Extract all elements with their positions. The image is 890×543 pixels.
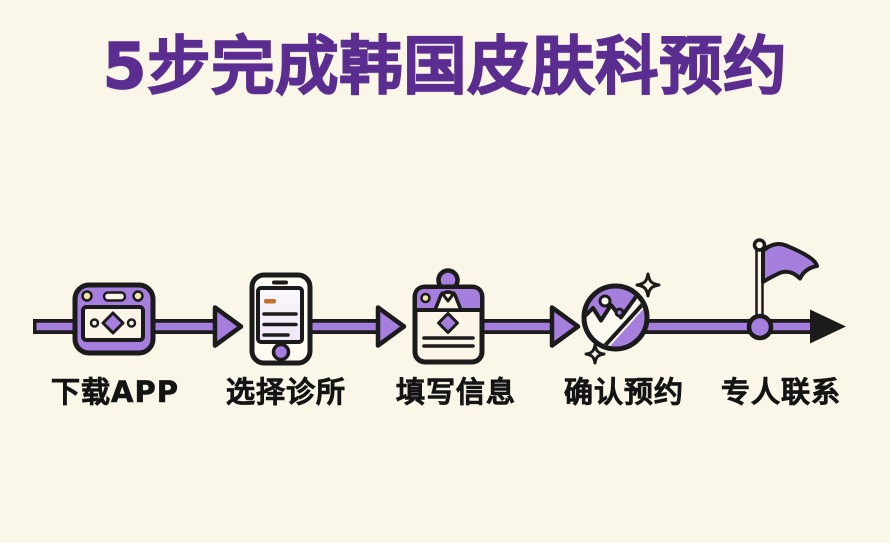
- step-label-confirm-booking: 确认预约: [563, 375, 685, 410]
- end-arrow-icon: [810, 309, 846, 344]
- diamond-glyph: [101, 311, 125, 335]
- phone-icon: [249, 272, 313, 366]
- step-label-personal-contact: 专人联系: [720, 375, 842, 410]
- flag-icon: [746, 238, 819, 341]
- step-label-fill-info: 填写信息: [395, 375, 517, 410]
- confirm-badge-icon: [581, 272, 661, 365]
- phone-speaker: [272, 280, 288, 285]
- diamond-glyph: [437, 312, 459, 334]
- window-dot: [132, 290, 144, 302]
- page-title: 5步完成韩国皮肤科预约: [102, 30, 788, 103]
- flag-banner: [761, 242, 819, 284]
- arrow-icon: [375, 305, 407, 348]
- flag-finial: [752, 238, 767, 252]
- milestone-node: [746, 313, 774, 341]
- step-label-choose-clinic: 选择诊所: [225, 375, 347, 410]
- sparkle-icon: [635, 272, 661, 298]
- sparkle-icon: [584, 343, 606, 365]
- window-dot: [81, 290, 93, 302]
- form-dot: [420, 292, 431, 304]
- arrow-icon: [212, 305, 244, 348]
- app-window-icon: [72, 282, 156, 356]
- step-label-download-app: 下载APP: [51, 375, 179, 410]
- flow-diagram: [33, 238, 846, 366]
- arrow-icon: [549, 305, 581, 348]
- window-pill: [102, 291, 127, 302]
- form-icon: [412, 268, 485, 365]
- home-button: [271, 342, 291, 362]
- text-line-accent: [264, 299, 276, 304]
